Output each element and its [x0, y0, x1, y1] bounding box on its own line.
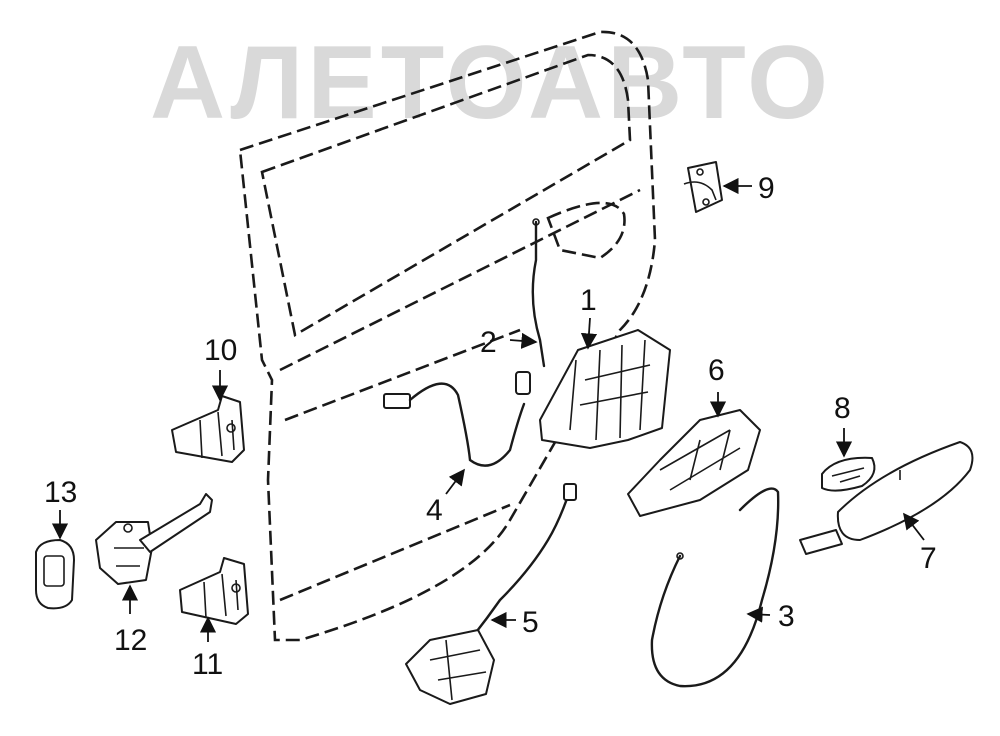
- lock-rod-part: [531, 218, 546, 368]
- callout-3: 3: [778, 600, 795, 633]
- door-check-part: [95, 493, 213, 585]
- door-latch-part: [539, 329, 671, 449]
- lock-actuator-part: [405, 483, 577, 705]
- callout-12: 12: [114, 624, 147, 657]
- leader-lines: [51, 177, 925, 642]
- cap-part: [35, 539, 75, 610]
- callout-9: 9: [758, 172, 775, 205]
- callout-11: 11: [192, 648, 223, 681]
- handle-frame-part: [627, 409, 761, 517]
- wiring-harness-part: [383, 371, 531, 467]
- release-cable-part: [650, 487, 780, 688]
- callout-2: 2: [480, 326, 497, 359]
- upper-hinge-part: [171, 395, 245, 463]
- outside-handle-part: [799, 441, 974, 555]
- callout-1: 1: [580, 284, 597, 317]
- callout-labels: 1 2 3 4 5 6 7 8 9 10 11 12 13: [44, 172, 937, 681]
- lower-hinge-part: [179, 557, 249, 625]
- callout-4: 4: [426, 494, 443, 527]
- cylinder-cover-part: [821, 456, 876, 492]
- callout-7: 7: [920, 542, 937, 575]
- callout-13: 13: [44, 476, 77, 509]
- door-outline: [238, 30, 657, 642]
- callout-8: 8: [834, 392, 851, 425]
- striker-part: [683, 161, 723, 213]
- watermark-text: АЛЕТОАВТО: [150, 25, 832, 141]
- callout-6: 6: [708, 354, 725, 387]
- callout-5: 5: [522, 606, 539, 639]
- callout-10: 10: [204, 334, 237, 367]
